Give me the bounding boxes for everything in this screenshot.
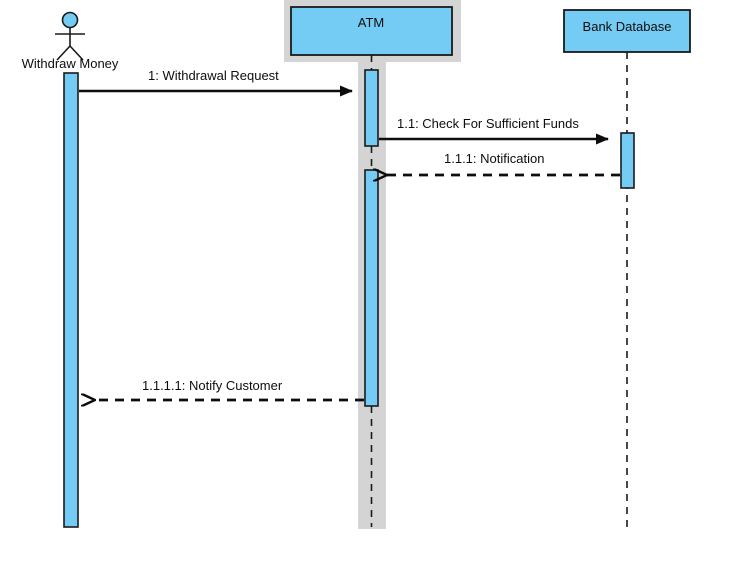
actor-withdraw-money[interactable]: Withdraw Money (22, 11, 119, 72)
activation-bar-bank-database[interactable] (620, 132, 635, 189)
activation-bar-atm-upper[interactable] (364, 69, 379, 147)
message-1-1-label: 1.1: Check For Sufficient Funds (397, 116, 579, 131)
message-1-1-1-1[interactable]: 1.1.1.1: Notify Customer (95, 378, 364, 400)
participant-atm-label: ATM (358, 15, 384, 30)
participant-atm-box (290, 6, 453, 56)
activation-bar-withdraw-money[interactable] (63, 72, 79, 528)
message-1-label: 1: Withdrawal Request (148, 68, 279, 83)
message-1-1-1[interactable]: 1.1.1: Notification (387, 151, 620, 175)
actor-withdraw-money-label: Withdraw Money (22, 56, 119, 71)
participant-bank-database-box (563, 9, 691, 53)
participant-atm[interactable]: ATM (290, 6, 453, 56)
participant-bank-database-label: Bank Database (583, 19, 672, 34)
participant-bank-database[interactable]: Bank Database (563, 9, 691, 53)
actor-leg-left-icon (56, 45, 71, 61)
actor-head-icon (61, 11, 79, 29)
message-1-1-1-label: 1.1.1: Notification (444, 151, 544, 166)
actor-leg-right-icon (69, 45, 84, 61)
message-1-1[interactable]: 1.1: Check For Sufficient Funds (379, 116, 609, 145)
message-1-1-1-1-label: 1.1.1.1: Notify Customer (142, 378, 283, 393)
message-1[interactable]: 1: Withdrawal Request (79, 68, 353, 97)
activation-bar-atm-lower[interactable] (364, 169, 379, 407)
